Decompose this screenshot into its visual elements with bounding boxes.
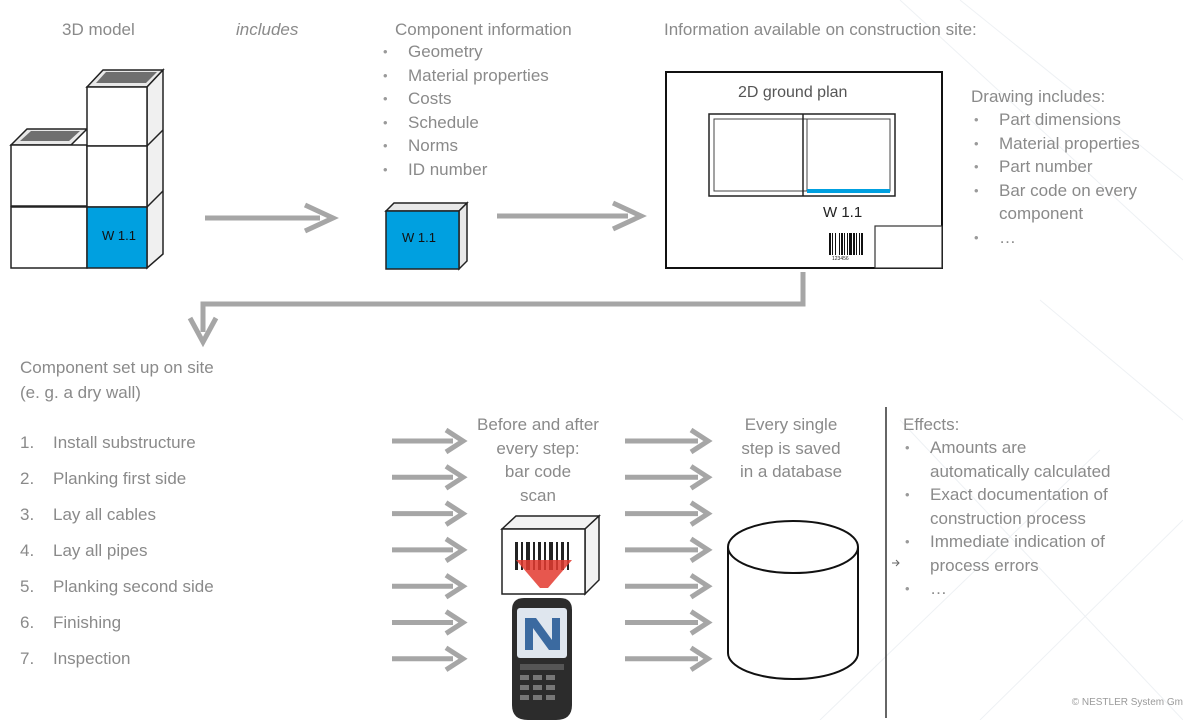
step-item: 5. Planking second side (20, 575, 214, 611)
model-label: 3D model (62, 20, 135, 39)
arrow-model-to-component (205, 202, 339, 234)
setup-title-2: (e. g. a dry wall) (20, 383, 141, 402)
step-number: 6. (20, 613, 35, 632)
component-info-title: Component information (395, 20, 572, 39)
step-number: 3. (20, 505, 35, 524)
list-item: Amounts are (905, 436, 1110, 460)
list-item: Material properties (974, 132, 1140, 156)
step-number: 2. (20, 469, 35, 488)
list-item: Costs (383, 87, 549, 111)
step-item: 6. Finishing (20, 611, 214, 647)
list-item: Part dimensions (974, 108, 1140, 132)
list-item: Exact documentation of (905, 483, 1110, 507)
step-number: 4. (20, 541, 35, 560)
plan-tag: W 1.1 (823, 204, 863, 221)
flow-arrow (625, 645, 713, 672)
3d-model-cubes (9, 68, 165, 270)
step-label: Finishing (53, 613, 122, 632)
text-line: in a database (739, 462, 843, 481)
handheld-scanner-device (512, 598, 572, 720)
step-item: 2. Planking first side (20, 467, 214, 503)
step-arrows-left (392, 427, 468, 672)
component-info-list: GeometryMaterial propertiesCostsSchedule… (383, 40, 549, 181)
list-item: construction process (930, 508, 1086, 528)
flow-arrow (392, 536, 468, 563)
flow-arrow (625, 464, 713, 491)
drawing-title: Drawing includes: (971, 87, 1106, 106)
list-item: Part number (974, 155, 1140, 179)
component-tag: W 1.1 (402, 230, 436, 245)
step-number: 1. (20, 433, 35, 452)
list-item: Geometry (383, 40, 549, 64)
step-label: Planking second side (53, 577, 214, 596)
step-arrows-right (625, 427, 713, 672)
step-label: Lay all cables (53, 505, 157, 524)
flow-arrow (392, 573, 468, 600)
plan-title: 2D ground plan (738, 84, 848, 101)
list-item: process errors (930, 555, 1039, 575)
text-line: step is saved (741, 438, 841, 458)
step-label: Planking first side (53, 469, 187, 488)
step-label: Lay all pipes (53, 541, 148, 560)
scan-text: Before and after every step: bar code scan (463, 413, 613, 507)
step-item: 1. Install substructure (20, 431, 214, 467)
step-label: Inspection (53, 649, 131, 668)
flow-arrow (625, 427, 713, 455)
step-list: 1. Install substructure 2. Planking first s… (20, 431, 214, 683)
text-line: Before and after (477, 415, 599, 434)
component-cube (384, 201, 469, 271)
setup-title-1: Component set up on site (20, 358, 214, 377)
list-item: Material properties (383, 64, 549, 88)
text-line: bar code (504, 462, 572, 481)
text-line: Every single (744, 415, 838, 434)
list-item: … (974, 226, 1140, 250)
effects-title: Effects: (903, 415, 960, 434)
step-number: 5. (20, 577, 35, 596)
site-info-title: Information available on construction si… (664, 20, 977, 39)
list-item: automatically calculated (930, 461, 1111, 481)
step-item: 3. Lay all cables (20, 503, 214, 539)
list-item: component (999, 204, 1084, 223)
drawing-list: Part dimensionsMaterial propertiesPart n… (974, 108, 1140, 249)
includes-label: includes (236, 20, 299, 39)
model-tag: W 1.1 (102, 228, 136, 243)
flow-arrow (392, 464, 468, 491)
step-label: Install substructure (53, 433, 196, 452)
ground-plan-drawing (665, 71, 943, 269)
list-item: … (905, 577, 1110, 601)
list-item: Norms (383, 134, 549, 158)
database-cylinder (727, 520, 859, 680)
list-item: ID number (383, 158, 549, 182)
barcode-scanner-box (500, 514, 601, 596)
text-line: scan (520, 485, 556, 505)
step-item: 4. Lay all pipes (20, 539, 214, 575)
flow-arrow (625, 573, 713, 600)
database-text: Every single step is saved in a database (711, 413, 871, 484)
flow-arrow (392, 427, 468, 455)
list-item: Schedule (383, 111, 549, 135)
text-line: every step: (496, 438, 580, 458)
flow-arrow (392, 645, 468, 672)
flow-arrow (625, 609, 713, 636)
flow-arrow (625, 536, 713, 563)
list-item: Bar code on every (974, 179, 1140, 203)
step-item: 7. Inspection (20, 647, 214, 683)
list-item: Immediate indication of (905, 530, 1110, 554)
arrow-component-to-plan (497, 200, 647, 232)
flow-arrow (392, 609, 468, 636)
barcode-number: 123456 (832, 256, 849, 262)
flow-arrow (625, 500, 713, 527)
arrow-plan-to-site (187, 272, 806, 348)
copyright-text: © NESTLER System Gm (1071, 697, 1183, 708)
barcode-graphic (829, 233, 863, 255)
effects-separator (885, 407, 900, 718)
flow-arrow (392, 500, 468, 527)
step-number: 7. (20, 649, 35, 668)
